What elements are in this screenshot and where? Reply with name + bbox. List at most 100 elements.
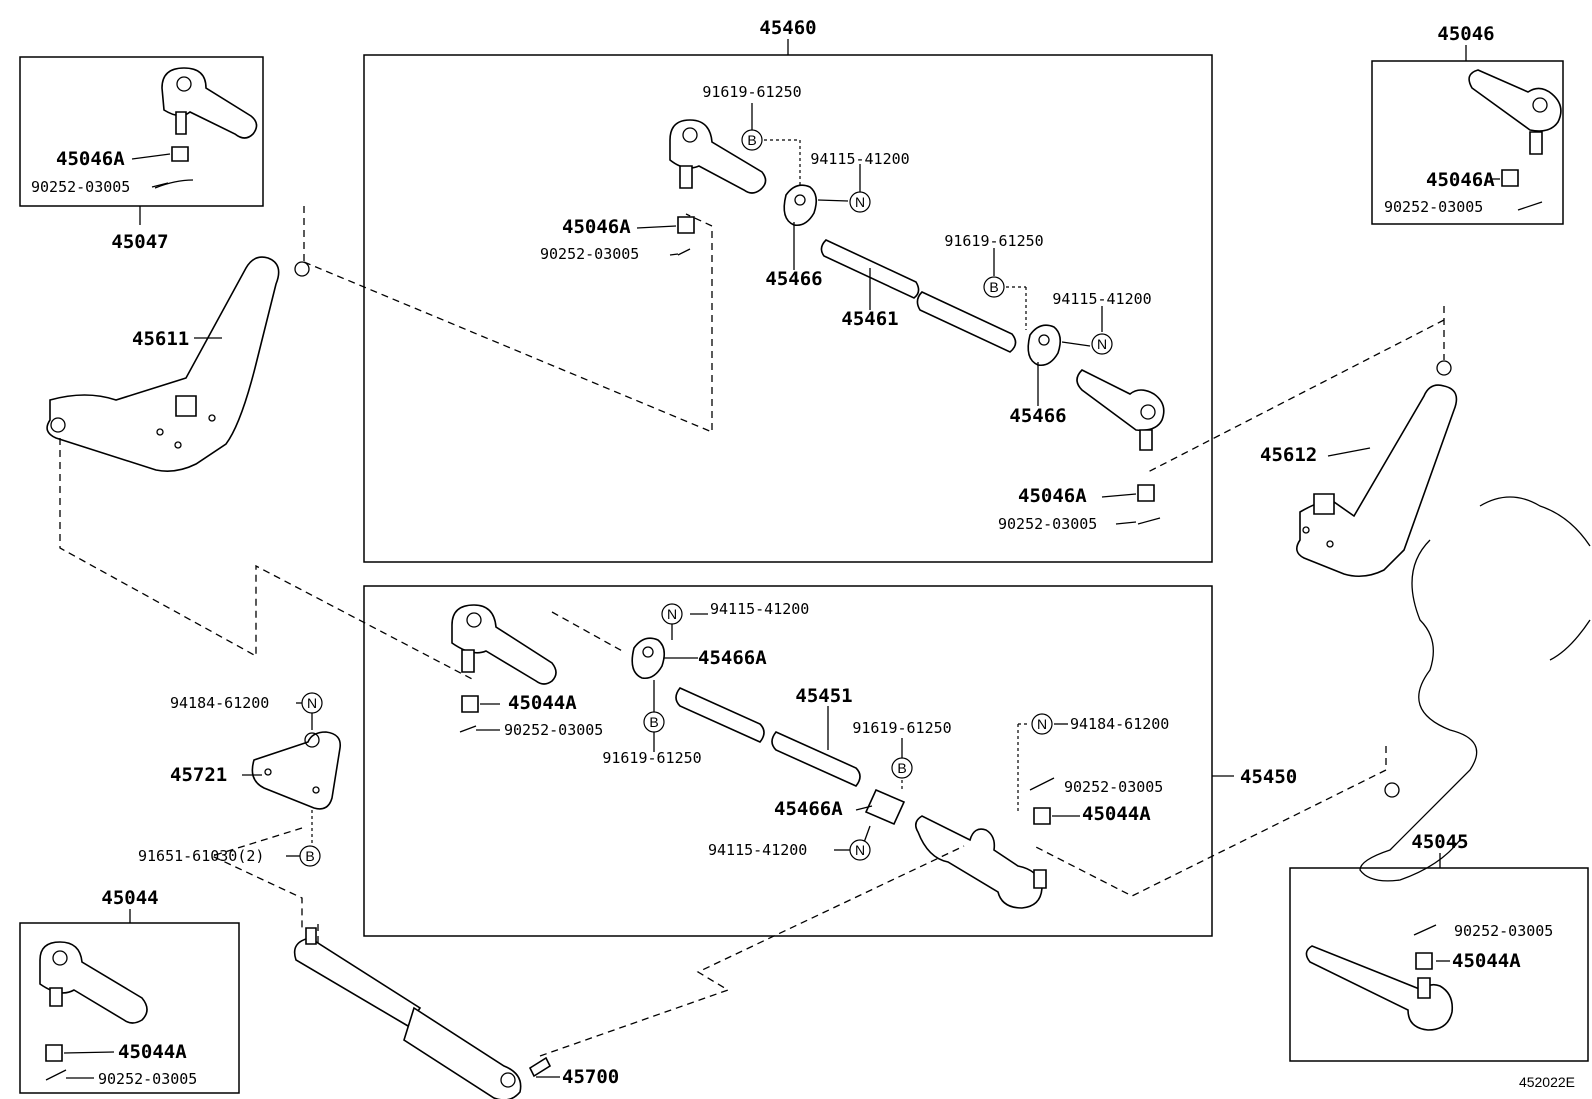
label-90252-c: 90252-03005: [998, 515, 1097, 533]
castle-nut-icon: [677, 216, 695, 234]
label-91619-b: 91619-61250: [944, 232, 1043, 250]
tie-rod-end-right-45460: [1076, 369, 1165, 451]
cotter-pin-icon: [1517, 201, 1543, 211]
label-91619-d: 91619-61250: [852, 719, 951, 737]
label-90252-a: 90252-03005: [31, 178, 130, 196]
label-45046A-a: 45046A: [56, 148, 125, 170]
label-45044: 45044: [101, 887, 158, 909]
label-45046A-b: 45046A: [562, 216, 631, 238]
steering-knuckle-outline: [1359, 496, 1591, 882]
cotter-pin-icon: [1137, 517, 1161, 525]
callout-n-3: N: [661, 603, 683, 625]
clamp-45466A-b: [864, 788, 906, 826]
svg-text:B: B: [989, 279, 998, 295]
label-90252-d: 90252-03005: [1384, 198, 1483, 216]
svg-text:B: B: [305, 848, 314, 864]
castle-nut-icon: [1137, 484, 1155, 502]
tube-45451: [675, 687, 861, 787]
tie-rod-end-45047: [161, 67, 258, 139]
label-45466-b: 45466: [1009, 405, 1066, 427]
cotter-pin-icon: [154, 179, 194, 189]
clamp-45466-b: [1027, 324, 1062, 367]
callout-b-2: B: [983, 276, 1005, 298]
tie-rod-end-45044: [39, 941, 148, 1024]
svg-text:B: B: [897, 760, 906, 776]
label-45451: 45451: [795, 685, 852, 707]
label-94184-b: 94184-61200: [1070, 715, 1169, 733]
tie-rod-end-left-45450: [451, 604, 557, 685]
label-45044A-a: 45044A: [508, 692, 577, 714]
label-45046A-c: 45046A: [1018, 485, 1087, 507]
label-90252-g: 90252-03005: [1454, 922, 1553, 940]
callout-b-1: B: [741, 129, 763, 151]
label-45611: 45611: [132, 328, 189, 350]
label-45466A-b: 45466A: [774, 798, 843, 820]
cotter-pin-icon: [45, 1069, 67, 1081]
callout-b-3: B: [643, 711, 665, 733]
label-90252-b: 90252-03005: [540, 245, 639, 263]
cotter-pin-icon: [677, 248, 691, 256]
label-45046: 45046: [1437, 23, 1494, 45]
label-91651: 91651-61030(2): [138, 847, 264, 865]
label-45044A-b: 45044A: [1082, 803, 1151, 825]
label-45721: 45721: [170, 764, 227, 786]
castle-nut-icon: [1501, 169, 1519, 187]
label-94115-d: 94115-41200: [708, 841, 807, 859]
svg-text:N: N: [855, 842, 865, 858]
steering-damper-45700: [293, 927, 552, 1099]
tie-rod-end-45046: [1468, 69, 1562, 155]
castle-nut-icon: [171, 146, 189, 162]
label-45045: 45045: [1411, 831, 1468, 853]
svg-text:B: B: [649, 714, 658, 730]
label-45460: 45460: [759, 17, 816, 39]
label-94115-c: 94115-41200: [710, 600, 809, 618]
label-94115-b: 94115-41200: [1052, 290, 1151, 308]
svg-text:N: N: [307, 695, 317, 711]
box-45047: [19, 56, 264, 207]
label-90252-h: 90252-03005: [98, 1070, 197, 1088]
cotter-pin-icon: [1029, 777, 1055, 791]
callout-n-1: N: [849, 191, 871, 213]
arm-45611: [46, 256, 310, 472]
label-45466A-a: 45466A: [698, 647, 767, 669]
callout-n-5: N: [1031, 713, 1053, 735]
label-45461: 45461: [841, 308, 898, 330]
svg-text:N: N: [1037, 716, 1047, 732]
clamp-45466A-a: [631, 637, 666, 680]
label-90252-f: 90252-03005: [1064, 778, 1163, 796]
svg-text:N: N: [855, 194, 865, 210]
tie-rod-end-right-45450: [914, 815, 1047, 909]
callout-n-2: N: [1091, 333, 1113, 355]
svg-text:N: N: [667, 606, 677, 622]
castle-nut-icon: [1415, 952, 1433, 970]
clamp-45466-a: [783, 184, 818, 227]
label-45700: 45700: [562, 1066, 619, 1088]
svg-text:B: B: [747, 132, 756, 148]
label-45047: 45047: [111, 231, 168, 253]
label-45612: 45612: [1260, 444, 1317, 466]
callout-n-4: N: [849, 839, 871, 861]
tube-45461: [820, 239, 1017, 353]
bracket-45721: [251, 731, 342, 810]
label-45046A-d: 45046A: [1426, 169, 1495, 191]
svg-text:N: N: [1097, 336, 1107, 352]
label-91619-a: 91619-61250: [702, 83, 801, 101]
cotter-pin-icon: [459, 725, 477, 733]
label-45044A-d: 45044A: [118, 1041, 187, 1063]
box-45046: [1371, 60, 1564, 225]
box-45045: [1289, 867, 1589, 1062]
castle-nut-icon: [1033, 807, 1051, 825]
box-45450: [363, 585, 1213, 937]
reference-code: 452022E: [1519, 1074, 1575, 1090]
label-45450: 45450: [1240, 766, 1297, 788]
label-90252-e: 90252-03005: [504, 721, 603, 739]
castle-nut-icon: [45, 1044, 63, 1062]
castle-nut-icon: [461, 695, 479, 713]
tie-rod-end-45045: [1305, 945, 1454, 1031]
cotter-pin-icon: [1413, 924, 1437, 936]
label-45044A-c: 45044A: [1452, 950, 1521, 972]
label-94115-a: 94115-41200: [810, 150, 909, 168]
label-45466-a: 45466: [765, 268, 822, 290]
callout-b-4: B: [891, 757, 913, 779]
